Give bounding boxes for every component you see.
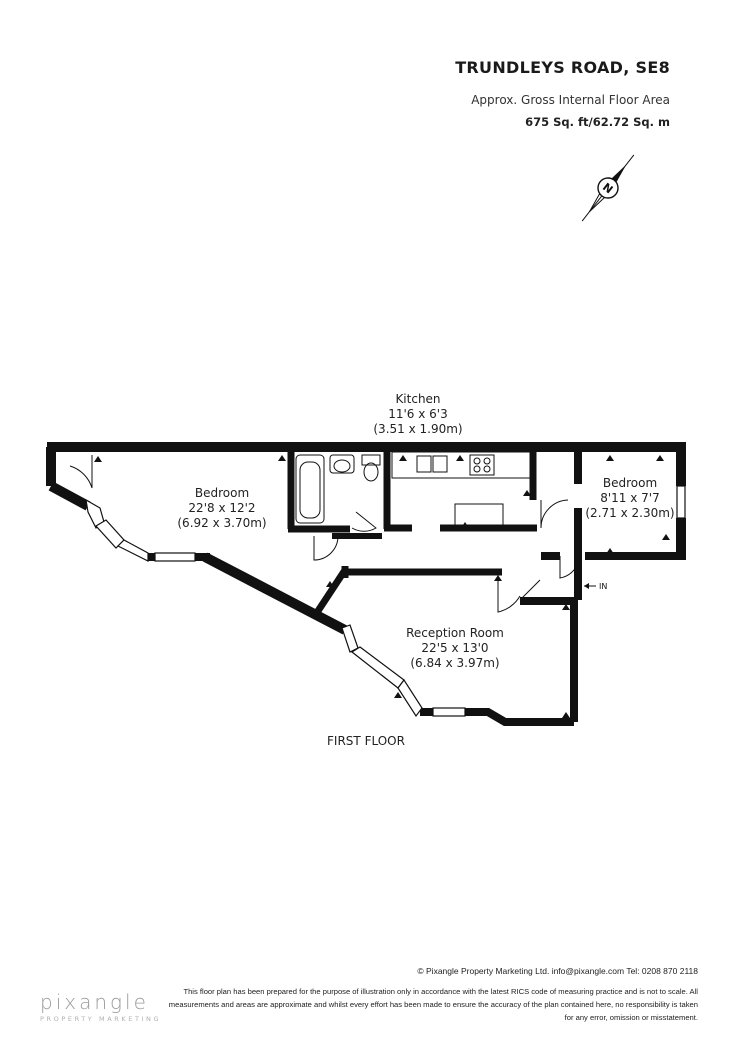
room-name: Bedroom [603,476,657,490]
room-dims-metric: (2.71 x 2.30m) [585,506,674,520]
room-bedroom1-label: Bedroom 22'8 x 12'2 (6.92 x 3.70m) [177,486,266,530]
room-dims-metric: (6.92 x 3.70m) [177,516,266,530]
room-bedroom2-label: Bedroom 8'11 x 7'7 (2.71 x 2.30m) [585,476,674,520]
windows [85,485,686,718]
room-dims-metric: (3.51 x 1.90m) [373,422,462,436]
footer-contact: © Pixangle Property Marketing Ltd. info@… [417,966,698,976]
floor-label: FIRST FLOOR [327,734,405,748]
property-title: TRUNDLEYS ROAD, SE8 [455,58,670,77]
radiator-marks [94,455,670,718]
room-reception-label: Reception Room 22'5 x 13'0 (6.84 x 3.97m… [406,626,504,670]
floor-area: 675 Sq. ft/62.72 Sq. m [525,115,670,129]
bathroom-fixtures [295,454,381,524]
room-dims-imperial: 8'11 x 7'7 [600,491,660,505]
room-dims-metric: (6.84 x 3.97m) [410,656,499,670]
entrance-arrow-icon [584,583,596,589]
pixangle-logo: pixangle PROPERTY MARKETING [40,990,161,1023]
room-dims-imperial: 22'5 x 13'0 [421,641,488,655]
logo-tagline: PROPERTY MARKETING [40,1015,162,1023]
doors [69,455,579,613]
room-name: Bedroom [195,486,249,500]
footer-disclaimer: This floor plan has been prepared for th… [168,987,698,1022]
walls [46,442,686,726]
room-name: Reception Room [406,626,504,640]
kitchen-fixtures [391,451,531,527]
header: TRUNDLEYS ROAD, SE8 Approx. Gross Intern… [455,58,670,129]
entrance-label: IN [599,582,607,591]
area-subtitle: Approx. Gross Internal Floor Area [471,93,670,107]
room-name: Kitchen [395,392,440,406]
room-dims-imperial: 22'8 x 12'2 [188,501,255,515]
north-arrow-icon: N [581,154,635,222]
room-kitchen-label: Kitchen 11'6 x 6'3 (3.51 x 1.90m) [373,392,462,436]
logo-name: pixangle [40,990,149,1014]
room-dims-imperial: 11'6 x 6'3 [388,407,448,421]
